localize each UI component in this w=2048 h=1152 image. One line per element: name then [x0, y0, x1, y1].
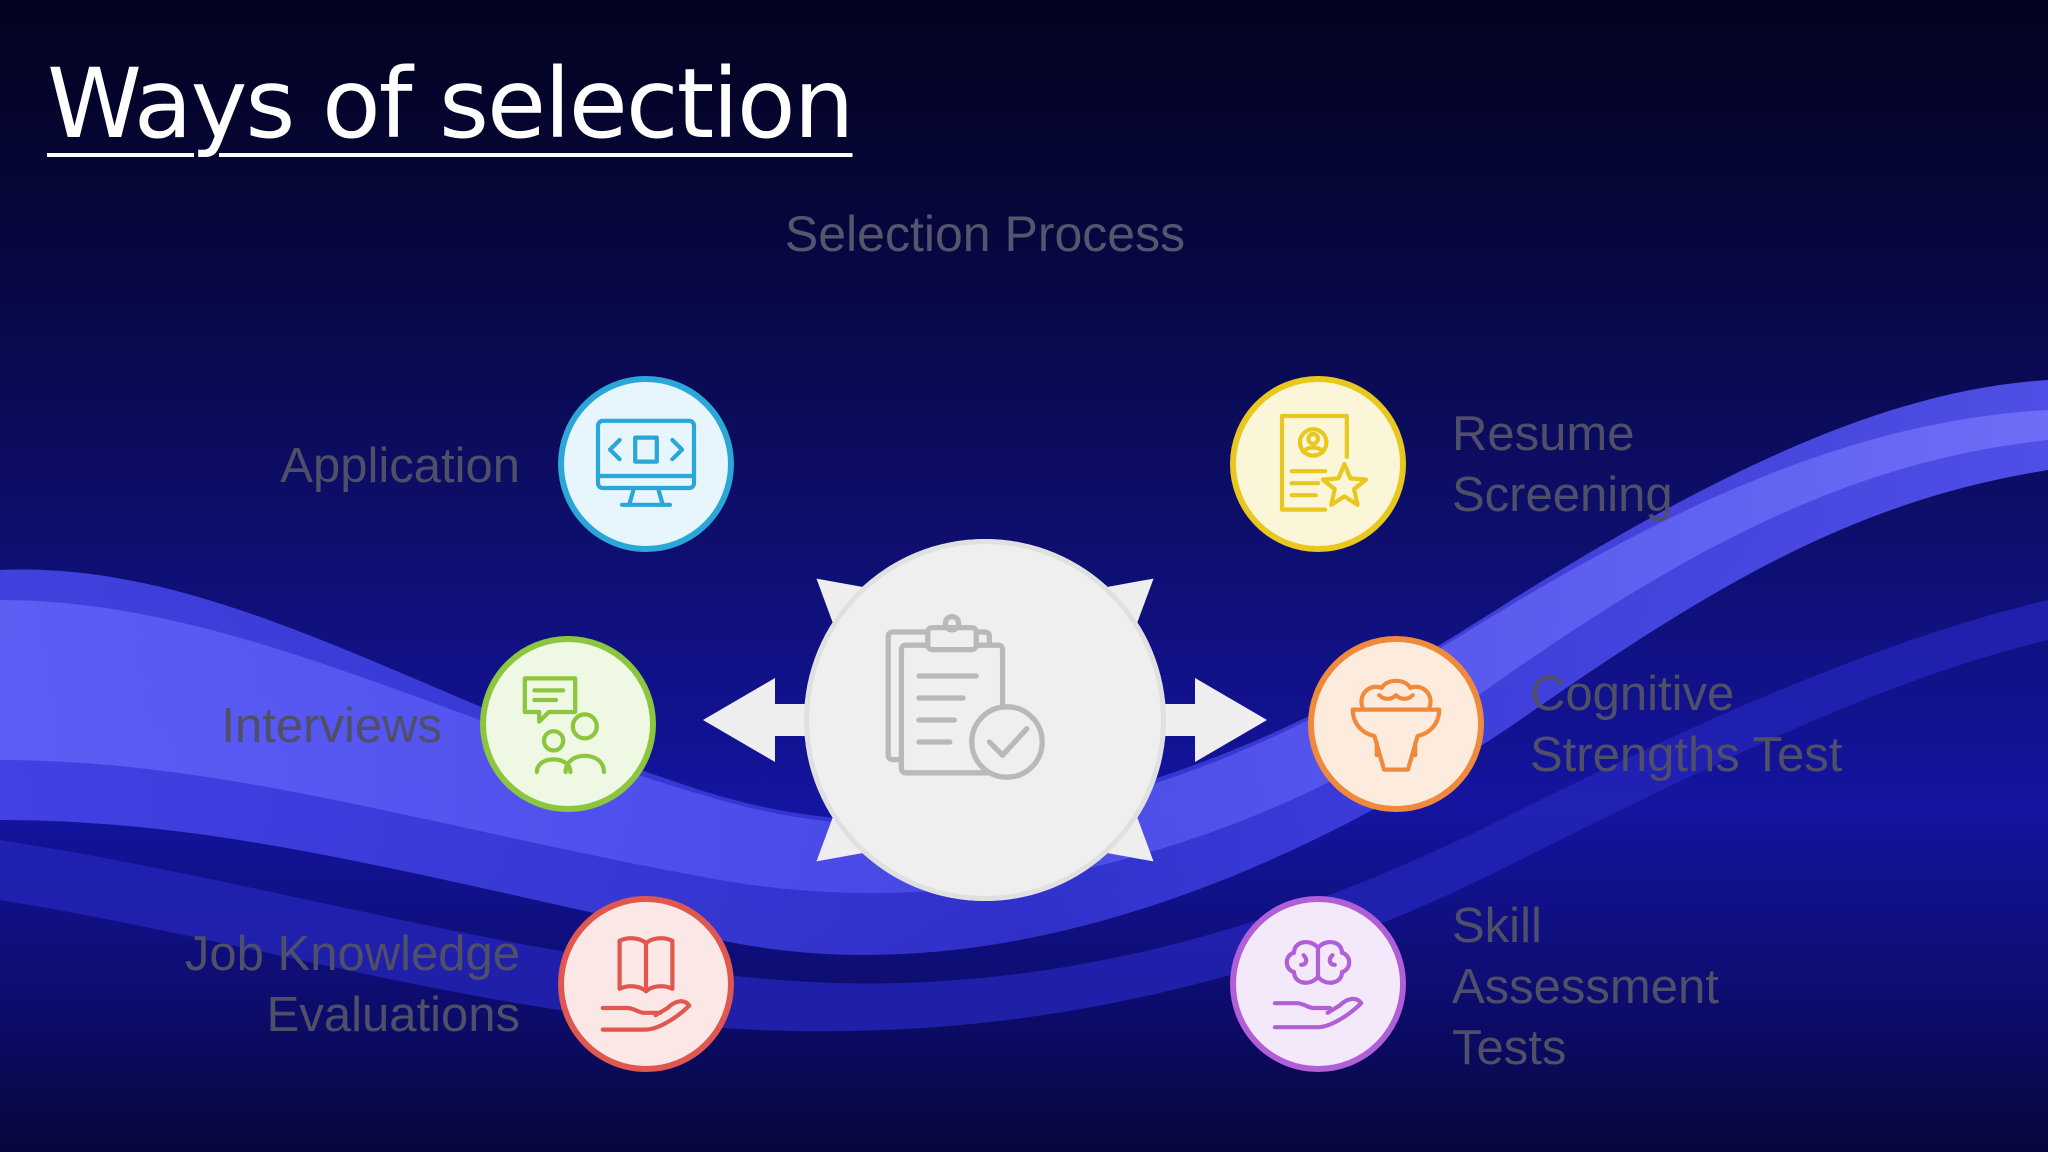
slide-title: Ways of selection	[47, 48, 854, 160]
node-skill-assessment	[1230, 896, 1406, 1072]
label-cognitive-strengths: Cognitive Strengths Test	[1530, 667, 1843, 782]
conversation-icon	[522, 676, 607, 775]
label-application: Application	[280, 439, 520, 493]
node-job-knowledge	[558, 896, 734, 1072]
node-application	[558, 376, 734, 552]
node-cognitive-strengths	[1308, 636, 1484, 812]
resume-star-icon	[1279, 413, 1369, 512]
node-interviews	[480, 636, 656, 812]
brain-bowl-icon	[1350, 678, 1442, 772]
brain-in-hand-icon	[1272, 940, 1364, 1030]
hub-circle	[804, 539, 1166, 901]
clipboard-check-icon	[885, 613, 1045, 780]
book-in-hand-icon	[600, 936, 692, 1032]
label-resume-screening: Resume Screening	[1452, 407, 1673, 522]
node-resume-screening	[1230, 376, 1406, 552]
diagram-title: Selection Process	[784, 206, 1186, 262]
label-interviews: Interviews	[221, 699, 442, 753]
label-skill-assessment: Skill Assessment Tests	[1452, 899, 1719, 1075]
label-job-knowledge: Job Knowledge Evaluations	[184, 927, 520, 1042]
monitor-code-icon	[595, 418, 697, 507]
